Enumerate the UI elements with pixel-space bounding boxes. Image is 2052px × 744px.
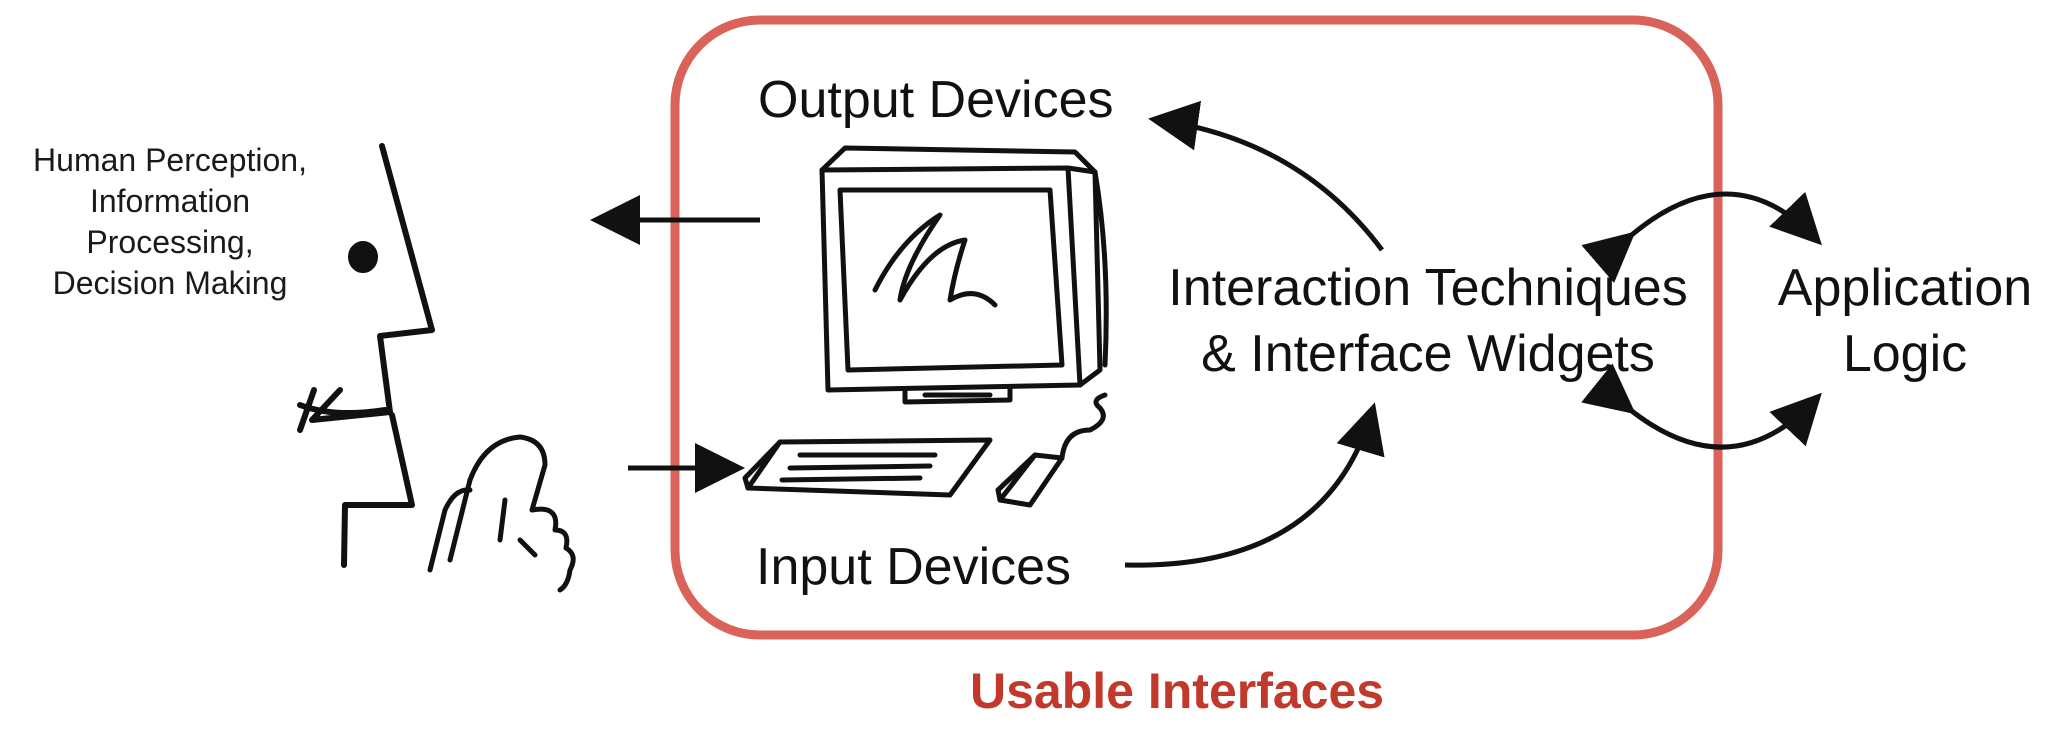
human-label-line-1: Human Perception, [33,142,307,178]
bottom-bidirectional-arrow [1581,363,1822,450]
human-label-line-2: Information [89,183,251,219]
input-to-techniques-arrow [1124,402,1385,568]
application-label-line-1: Application [1777,259,2033,317]
techniques-to-output-arrow [1148,100,1385,252]
pointing-hand-sketch-icon [427,434,576,593]
keyboard-sketch-icon [742,437,993,498]
interaction-techniques-label: Interaction Techniques & Interface Widge… [1148,255,1708,387]
human-label-line-3: Processing, [86,224,254,260]
human-face-sketch-icon [297,143,435,568]
usable-interfaces-caption: Usable Interfaces [970,663,1385,719]
usable-interfaces-box [670,15,1723,640]
output-devices-label: Output Devices [758,71,1114,129]
techniques-label-line-1: Interaction Techniques [1168,259,1688,317]
techniques-label-line-2: & Interface Widgets [1201,325,1655,383]
top-bidirectional-arrow [1581,191,1822,284]
application-logic-label: Application Logic [1755,255,2052,387]
input-devices-label: Input Devices [756,538,1072,596]
human-label-line-4: Decision Making [52,265,288,301]
application-label-line-2: Logic [1842,325,1968,383]
human-perception-label: Human Perception, Information Processing… [0,140,340,304]
mouse-sketch-icon [995,392,1108,508]
computer-monitor-sketch-icon [819,145,1109,405]
